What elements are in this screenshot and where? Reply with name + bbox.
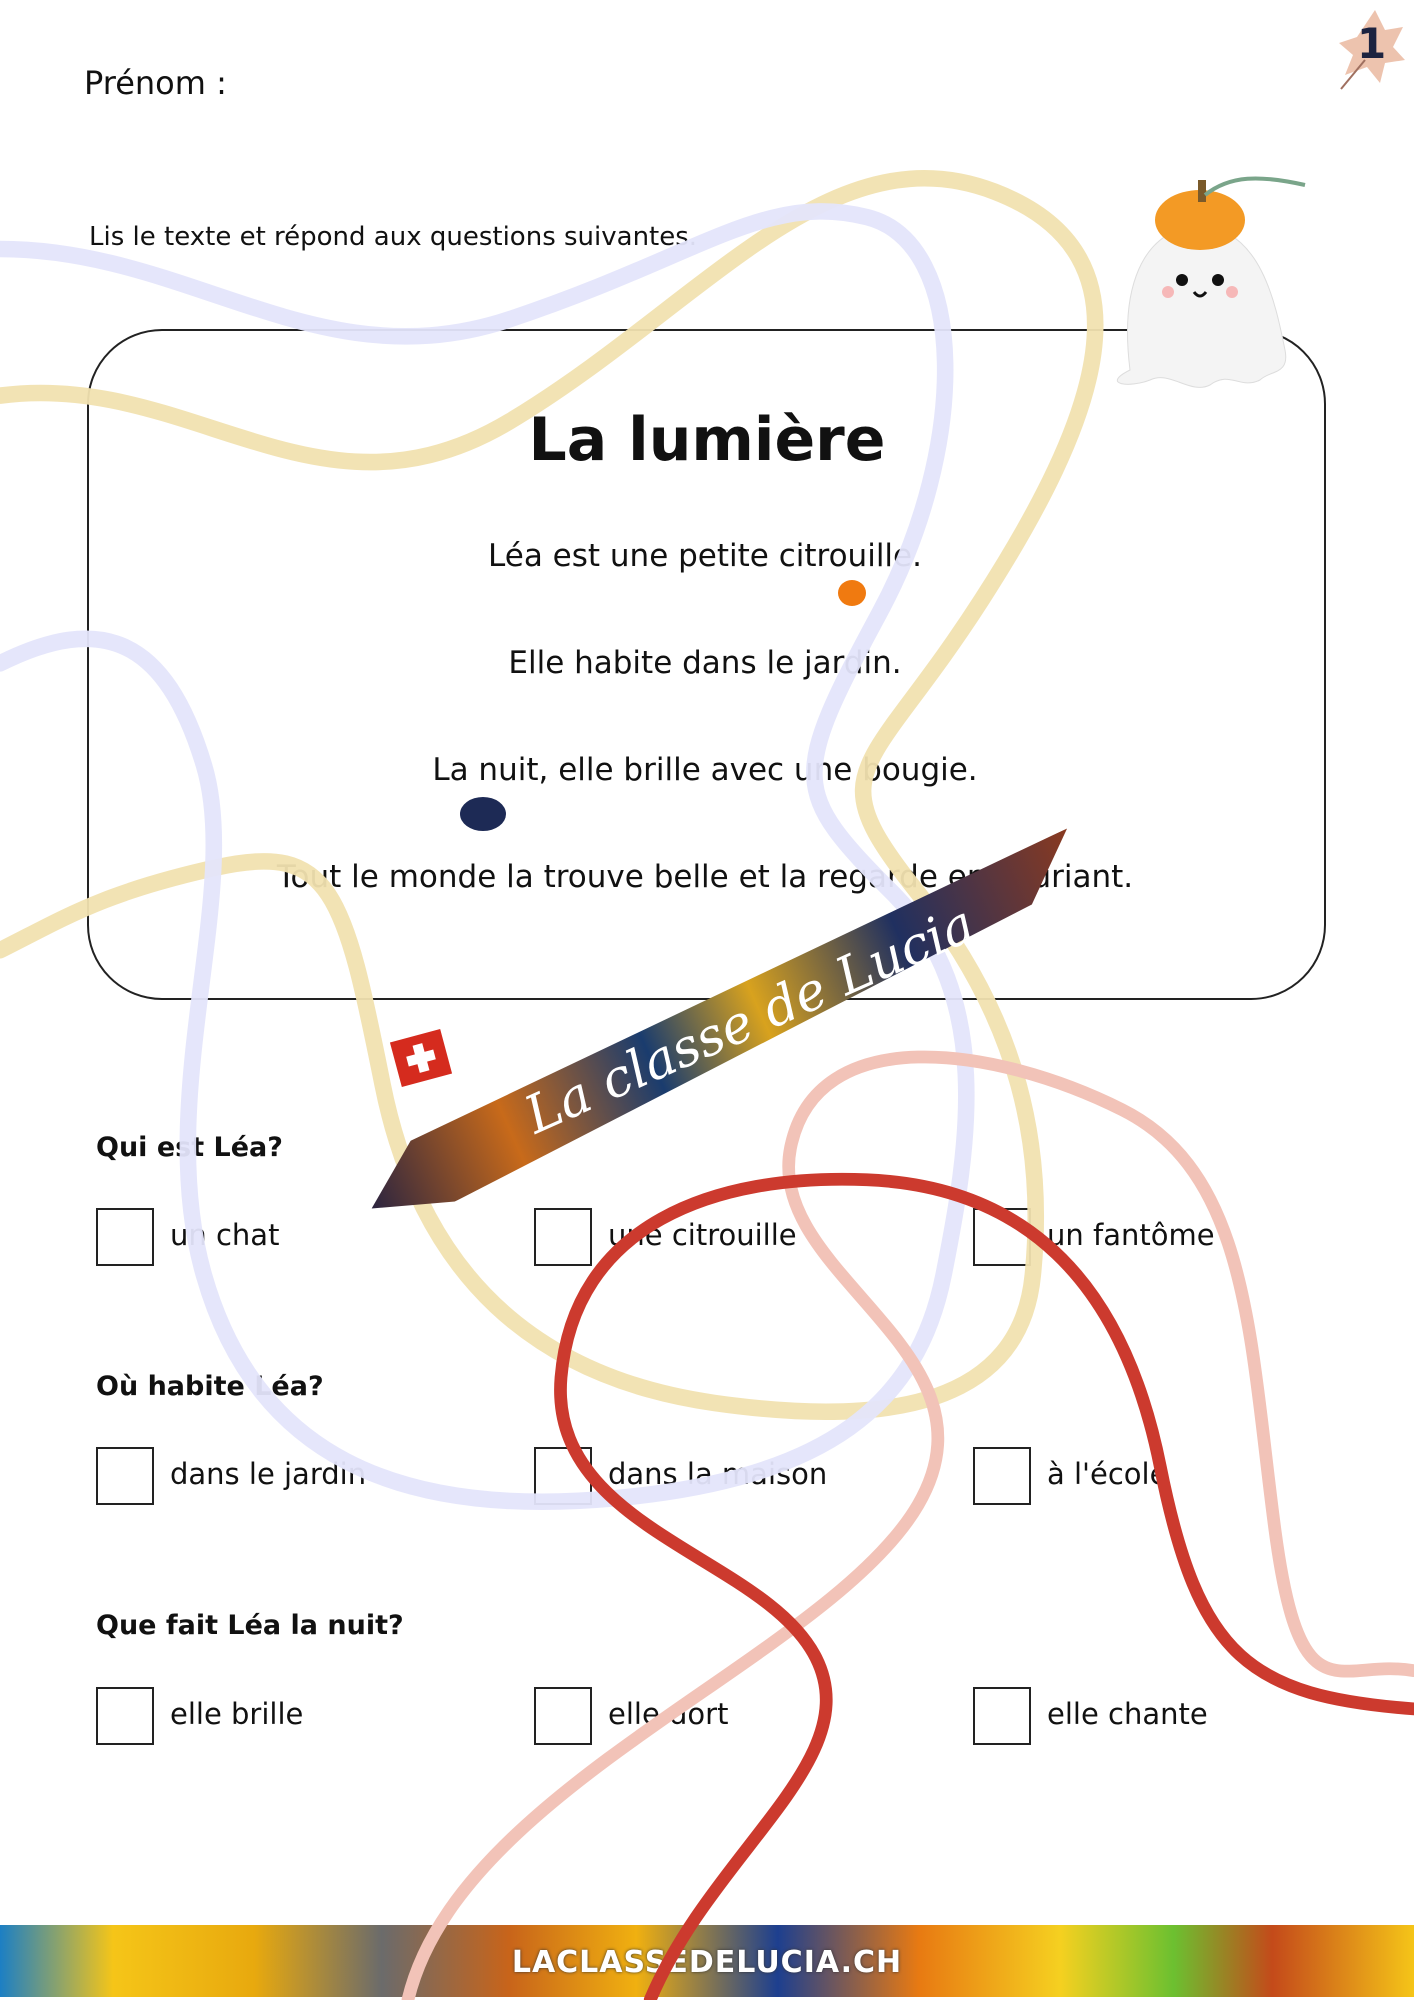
- checkbox-q2-c[interactable]: [973, 1447, 1031, 1505]
- moon-cloud-icon: [460, 797, 506, 831]
- checkbox-q1-b[interactable]: [534, 1208, 592, 1266]
- story-box: [87, 329, 1326, 1000]
- ghost-pumpkin-icon: [1090, 170, 1310, 395]
- option-label: un fantôme: [1047, 1218, 1215, 1252]
- checkbox-q3-b[interactable]: [534, 1687, 592, 1745]
- story-title: La lumière: [528, 405, 886, 475]
- checkbox-q3-a[interactable]: [96, 1687, 154, 1745]
- pumpkin-icon: [838, 580, 866, 606]
- lavender-ribbon: [0, 203, 975, 1511]
- question-2: Où habite Léa?: [96, 1371, 324, 1402]
- option-label: elle brille: [170, 1697, 304, 1731]
- page-number-leaf-icon: 1: [1335, 5, 1407, 90]
- yellow-ribbon: [0, 170, 1104, 1421]
- story-line: Elle habite dans le jardin.: [508, 645, 902, 681]
- red-ribbon: [554, 1172, 1414, 2000]
- story-line: La nuit, elle brille avec une bougie.: [432, 752, 978, 788]
- question-3: Que fait Léa la nuit?: [96, 1610, 404, 1641]
- checkbox-q3-c[interactable]: [973, 1687, 1031, 1745]
- name-label: Prénom :: [84, 64, 227, 102]
- checkbox-q2-a[interactable]: [96, 1447, 154, 1505]
- footer-website: LACLASSEDELUCIA.CH: [511, 1945, 903, 1980]
- footer-banner: [0, 1925, 1414, 1997]
- checkbox-q1-a[interactable]: [96, 1208, 154, 1266]
- option-label: elle chante: [1047, 1697, 1208, 1731]
- page-number: 1: [1357, 19, 1387, 68]
- option-label: à l'école: [1047, 1457, 1168, 1491]
- pink-ribbon: [401, 1050, 1414, 2000]
- story-line: Léa est une petite citrouille.: [488, 538, 922, 574]
- instruction-text: Lis le texte et répond aux questions sui…: [89, 222, 698, 252]
